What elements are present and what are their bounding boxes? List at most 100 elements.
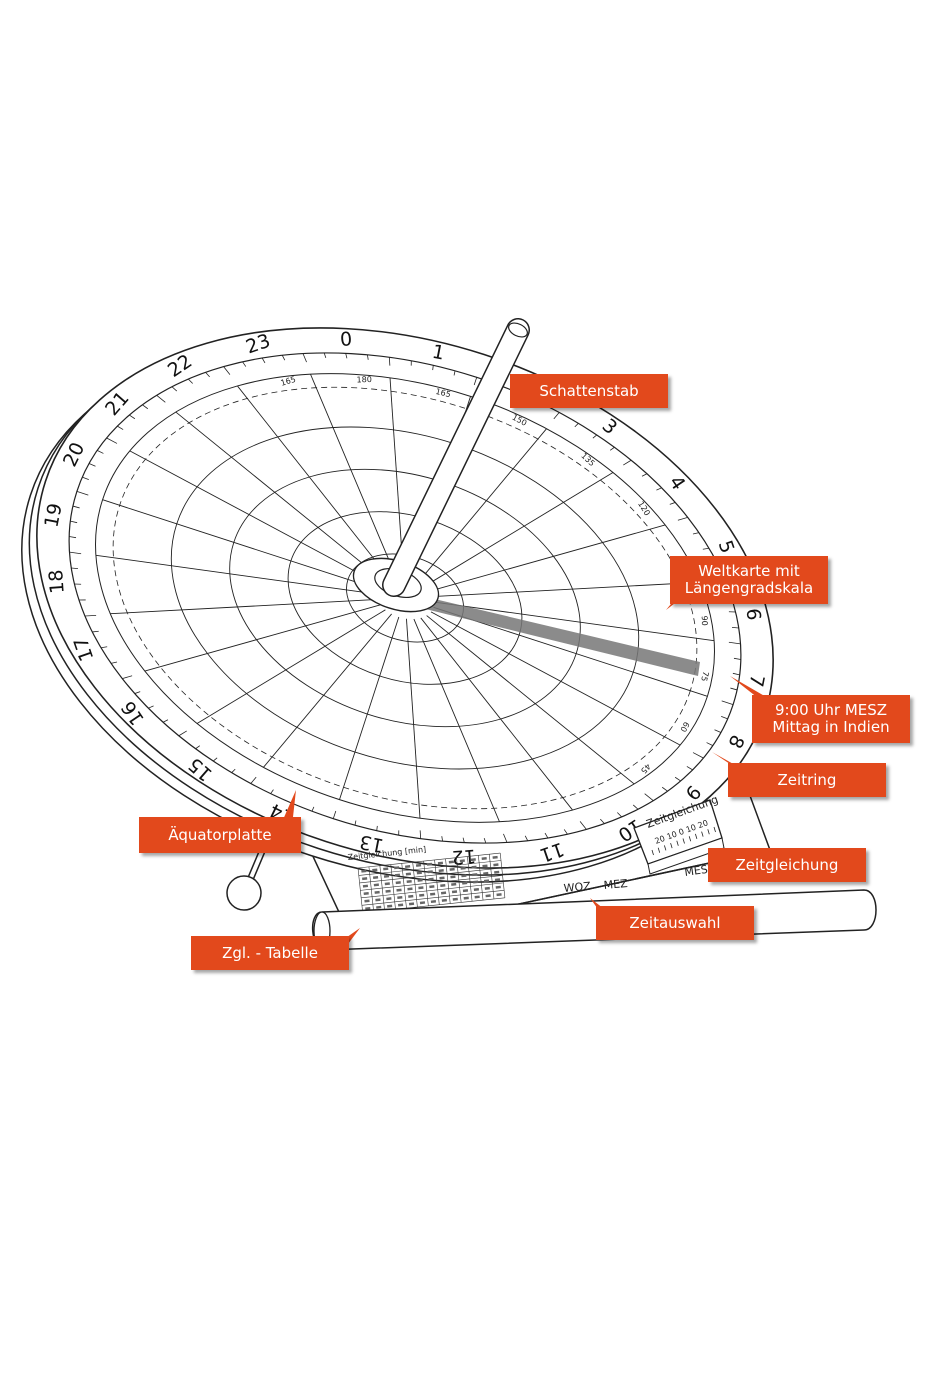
ring-tick xyxy=(692,752,704,759)
table-cell-mark xyxy=(383,874,390,878)
meridian-line xyxy=(413,618,500,822)
ring-tick xyxy=(171,386,178,392)
meridian-line xyxy=(102,499,377,590)
meridian-line xyxy=(432,581,700,597)
table-cell-mark xyxy=(428,877,434,881)
table-rule xyxy=(379,865,385,911)
longitude-label: 60 xyxy=(678,720,691,733)
ring-tick xyxy=(728,611,736,613)
table-cell-mark xyxy=(373,883,379,887)
ring-tick xyxy=(122,675,133,679)
table-cell-mark xyxy=(427,870,433,874)
table-cell-mark xyxy=(485,894,491,898)
table-cell-mark xyxy=(462,881,468,885)
ring-tick xyxy=(702,547,709,550)
equation-tick xyxy=(682,838,685,844)
table-rule xyxy=(445,858,451,904)
ring-tick xyxy=(142,404,149,410)
hour-number: 13 xyxy=(358,830,386,856)
ring-tick xyxy=(600,818,605,824)
table-cell-mark xyxy=(440,891,447,895)
equation-tick xyxy=(664,845,667,851)
table-cell-mark xyxy=(419,901,426,905)
meridian-line xyxy=(420,617,573,811)
callout-zgl-tabelle: Zgl. - Tabelle xyxy=(191,936,349,970)
table-cell-mark xyxy=(407,887,413,891)
table-cell-mark xyxy=(439,876,445,880)
table-rule xyxy=(412,862,418,908)
equation-tick xyxy=(695,833,698,840)
table-cell-mark xyxy=(387,904,393,908)
ring-tick xyxy=(134,691,141,694)
table-cell-mark xyxy=(397,903,404,907)
table-cell-mark xyxy=(372,868,378,872)
ring-tick xyxy=(410,360,412,366)
table-cell-mark xyxy=(461,874,467,878)
longitude-label: 165 xyxy=(280,375,297,388)
ring-tick xyxy=(242,361,247,367)
callout-aequatorplatte: Äquatorplatte xyxy=(139,817,301,853)
equation-tick xyxy=(651,849,654,856)
ring-tick xyxy=(388,357,391,366)
ring-tick xyxy=(162,719,169,723)
ring-tick xyxy=(592,434,598,439)
equation-tick xyxy=(701,831,704,837)
table-cell-mark xyxy=(394,866,400,870)
ring-tick xyxy=(250,776,257,784)
ring-tick xyxy=(148,705,154,709)
table-cell-mark xyxy=(396,888,402,892)
longitude-label: 75 xyxy=(699,670,710,682)
table-cell-mark xyxy=(484,886,490,890)
table-cell-mark xyxy=(384,882,390,886)
table-cell-mark xyxy=(440,883,446,887)
meridian-line xyxy=(424,472,614,587)
table-cell-mark xyxy=(406,879,412,883)
table-cell-mark xyxy=(375,898,381,902)
table-cell-mark xyxy=(426,862,433,866)
ring-tick xyxy=(730,687,738,691)
table-cell-mark xyxy=(459,859,465,863)
table-cell-mark xyxy=(463,896,469,900)
table-cell-mark xyxy=(374,890,380,894)
table-cell-mark xyxy=(408,894,414,898)
table-cell-mark xyxy=(493,863,499,867)
table-cell-mark xyxy=(492,855,498,859)
meridian-line xyxy=(129,450,380,585)
ring-tick xyxy=(376,825,378,831)
ring-tick xyxy=(110,661,118,664)
ring-tick xyxy=(117,425,124,430)
ring-tick xyxy=(270,789,274,794)
ring-tick xyxy=(721,716,728,720)
ring-tick xyxy=(732,672,740,676)
table-rule xyxy=(390,864,396,910)
hour-number: 12 xyxy=(451,845,477,869)
hour-number: 7 xyxy=(744,673,768,689)
shadow-rod xyxy=(382,318,530,597)
ring-tick xyxy=(398,830,400,836)
meridian-line xyxy=(430,611,681,746)
ring-tick xyxy=(483,837,487,844)
table-cell-mark xyxy=(418,886,424,890)
ring-tick xyxy=(212,757,218,762)
table-cell-mark xyxy=(416,871,422,875)
ring-tick xyxy=(231,768,236,773)
table-rule xyxy=(456,857,462,903)
table-cell-mark xyxy=(470,858,476,862)
table-cell-mark xyxy=(472,873,478,877)
table-rule xyxy=(401,863,407,909)
table-rule xyxy=(488,854,495,899)
table-rule xyxy=(357,867,364,913)
equation-tick xyxy=(676,840,679,846)
meridian-line xyxy=(110,599,378,615)
table-rule xyxy=(423,861,429,906)
mode-mez: MEZ xyxy=(603,877,628,892)
table-rule xyxy=(359,867,502,884)
table-cell-mark xyxy=(361,869,367,873)
table-cell-mark xyxy=(385,889,391,893)
eot-table: Zeitgleichung [min] xyxy=(347,845,506,914)
table-cell-mark xyxy=(452,897,458,901)
table-cell-mark xyxy=(419,893,425,897)
table-rule xyxy=(361,890,505,906)
ring-tick xyxy=(106,437,118,444)
